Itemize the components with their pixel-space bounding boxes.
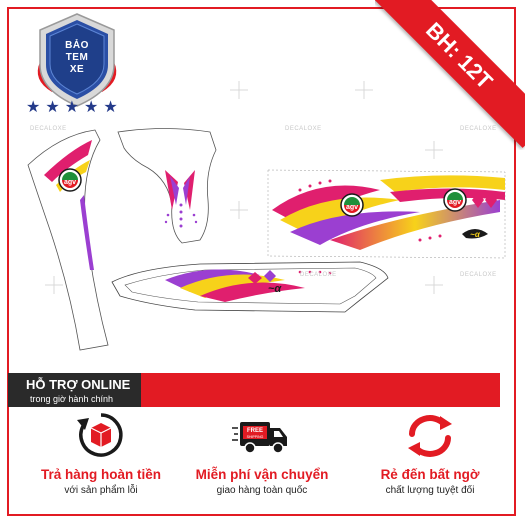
online-support-label-box xyxy=(8,373,141,407)
feature-subtitle: chất lượng tuyệt đối xyxy=(385,485,475,496)
rating-stars: ★ ★ ★ ★ ★ xyxy=(26,100,118,116)
svg-text:agv: agv xyxy=(64,179,76,186)
feature-low-price: Rẻ đến bất ngờ chất lượng tuyệt đối xyxy=(345,410,515,496)
feature-subtitle: với sản phẩm lỗi xyxy=(64,485,138,496)
online-support-subtitle: trong giờ hành chính xyxy=(30,394,113,404)
feature-return-refund: Trả hàng hoàn tiền với sản phẩm lỗi xyxy=(16,410,186,496)
svg-text:FREE: FREE xyxy=(247,428,263,434)
star-icon: ★ xyxy=(45,99,60,116)
star-icon: ★ xyxy=(84,99,99,116)
logo-text-line2: TEM xyxy=(65,52,89,63)
star-icon: ★ xyxy=(26,99,41,116)
watermark: DECALOXE xyxy=(300,272,337,278)
feature-subtitle: giao hàng toàn quốc xyxy=(216,485,308,496)
svg-text:~α: ~α xyxy=(470,230,481,239)
watermark: DECALOXE xyxy=(285,126,322,132)
left-side-panel: agv xyxy=(27,129,109,351)
feature-free-shipping: FREE SHIPPING Miễn phí vận chuyển giao h… xyxy=(177,410,347,496)
page-frame xyxy=(7,7,516,516)
online-support-title: HỖ TRỢ ONLINE xyxy=(26,377,131,392)
feature-title: Rẻ đến bất ngờ xyxy=(380,467,480,482)
logo-text-line1: BẢO xyxy=(65,40,89,51)
shop-logo-badge xyxy=(37,13,117,107)
svg-text:SHIPPING: SHIPPING xyxy=(247,435,264,439)
svg-text:agv: agv xyxy=(449,199,461,206)
watermark: DECALOXE xyxy=(30,126,67,132)
warranty-ribbon-label: BH: 12T xyxy=(375,0,525,148)
watermark: DECALOXE xyxy=(460,272,497,278)
star-icon: ★ xyxy=(64,99,80,116)
online-support-bar: HỖ TRỢ ONLINE trong giờ hành chính xyxy=(8,373,500,407)
watermark: DECALOXE xyxy=(460,126,497,132)
feature-title: Trả hàng hoàn tiền xyxy=(40,467,161,482)
svg-text:agv: agv xyxy=(346,204,358,211)
floor-panel: ~α xyxy=(111,261,389,313)
sticker-set-illustration: agv agv agv ~α xyxy=(27,81,506,351)
free-shipping-truck-icon: FREE SHIPPING xyxy=(232,410,292,460)
return-box-icon xyxy=(71,410,131,460)
star-icon: ★ xyxy=(103,99,118,116)
front-panel xyxy=(117,128,217,244)
right-side-panel: agv agv ~α xyxy=(267,169,506,259)
feature-title: Miễn phí vận chuyển xyxy=(195,467,329,482)
svg-text:~α: ~α xyxy=(268,283,282,295)
logo-text-line3: XE xyxy=(69,64,85,75)
warranty-ribbon: BH: 12T xyxy=(375,0,525,150)
refresh-arrows-icon xyxy=(400,410,460,460)
